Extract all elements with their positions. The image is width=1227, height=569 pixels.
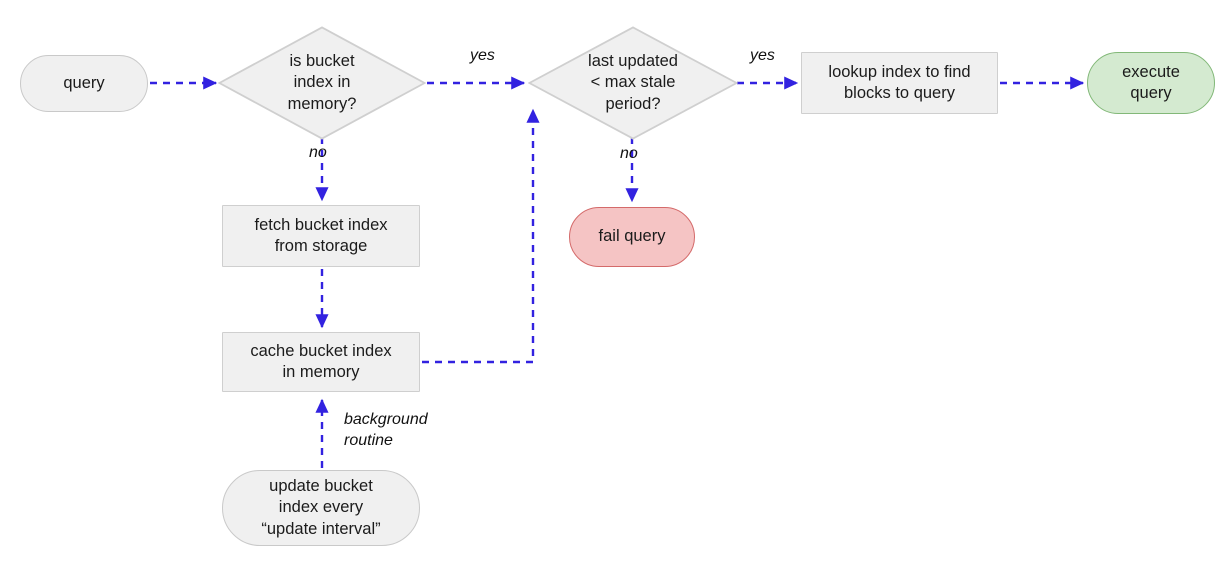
node-is-bucket-index-in-memory-label: is bucket index in memory?	[287, 52, 357, 113]
node-query-label: query	[63, 73, 105, 92]
node-execute-query[interactable]: execute query	[1087, 52, 1215, 114]
edge-label-background-routine: background routine	[344, 411, 428, 449]
node-fetch-bucket-index-label: fetch bucket index from storage	[254, 215, 388, 255]
edge-label-yes-stale: yes	[750, 47, 775, 64]
node-fail-query-label: fail query	[598, 227, 666, 246]
node-fetch-bucket-index[interactable]: fetch bucket index from storage	[222, 205, 420, 267]
node-update-bucket-index-label: update bucket index every “update interv…	[261, 477, 381, 538]
edge-cache-to-stale	[422, 108, 540, 364]
node-is-bucket-index-in-memory[interactable]: is bucket index in memory?	[218, 26, 426, 140]
node-last-updated-max-stale-period-label: last updated < max stale period?	[588, 52, 678, 113]
diamond-shape	[218, 26, 426, 140]
node-cache-bucket-index[interactable]: cache bucket index in memory	[222, 332, 420, 392]
node-last-updated-max-stale-period[interactable]: last updated < max stale period?	[528, 26, 738, 140]
node-lookup-index-label: lookup index to find blocks to query	[828, 62, 971, 102]
node-update-bucket-index[interactable]: update bucket index every “update interv…	[222, 470, 420, 546]
diamond-shape	[528, 26, 738, 140]
edge-label-no-stale: no	[620, 145, 638, 162]
node-cache-bucket-index-label: cache bucket index in memory	[250, 341, 392, 381]
node-query[interactable]: query	[20, 55, 148, 112]
node-fail-query[interactable]: fail query	[569, 207, 695, 267]
edge-label-yes-in-memory: yes	[470, 47, 495, 64]
edge-label-no-in-memory: no	[309, 144, 327, 161]
node-lookup-index[interactable]: lookup index to find blocks to query	[801, 52, 998, 114]
node-execute-query-label: execute query	[1122, 62, 1180, 102]
